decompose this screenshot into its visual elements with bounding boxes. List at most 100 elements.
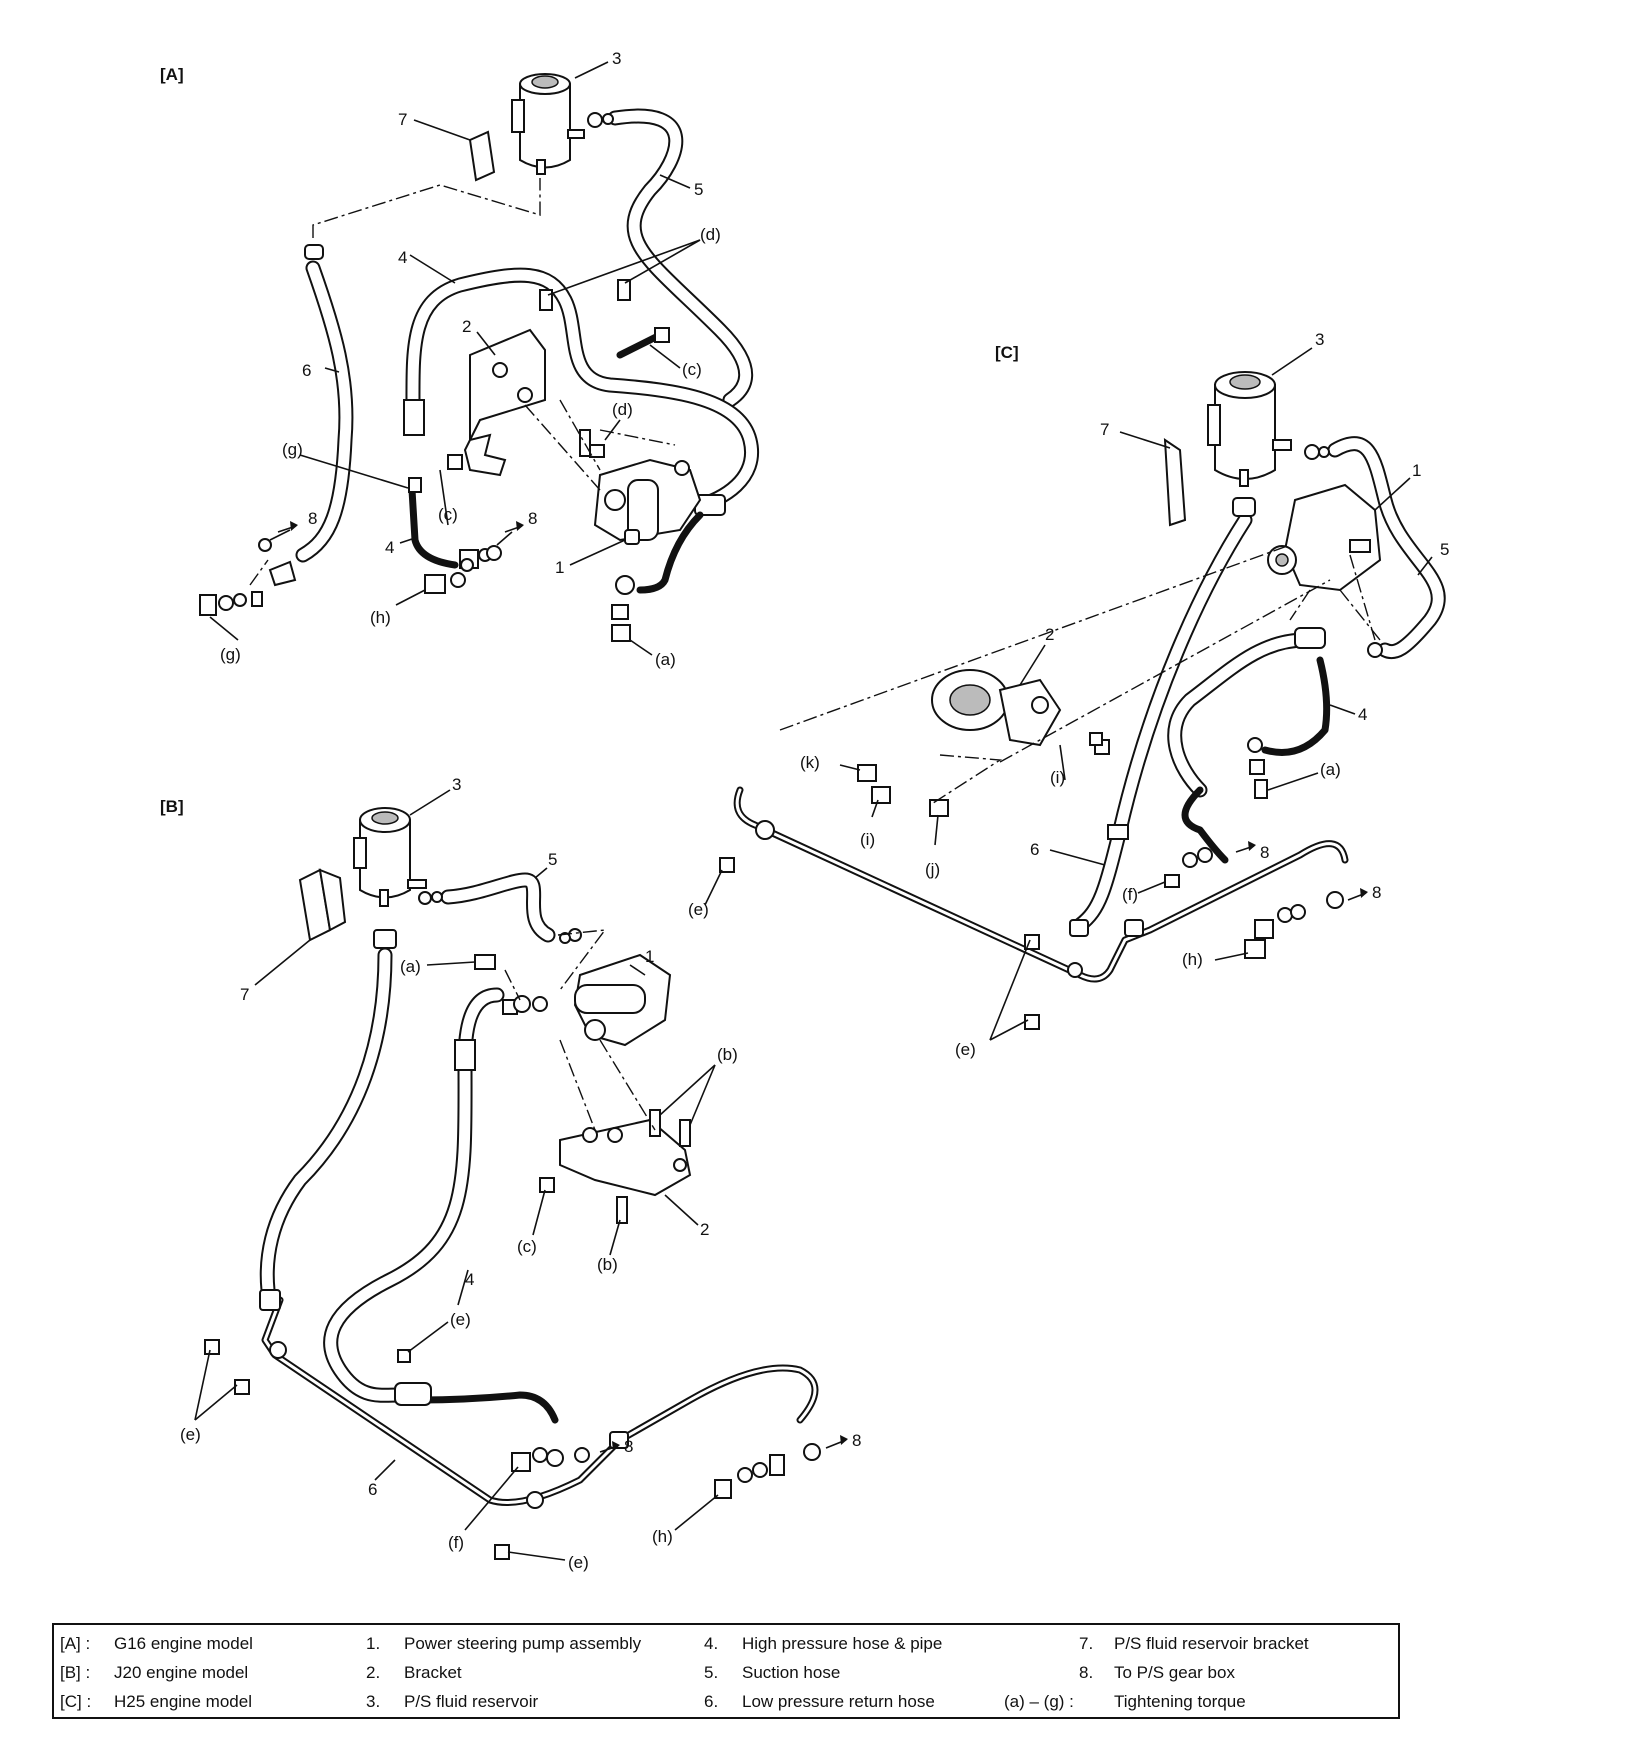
a-fasteners: [199, 279, 690, 642]
b-callout-e3: (e): [568, 1553, 589, 1572]
a-high-pressure-hose: [405, 267, 760, 513]
a-callout-g2: (g): [220, 645, 241, 664]
b-callout-3: 3: [452, 775, 461, 794]
a-callout-4b: 4: [385, 538, 394, 557]
b-callout-7: 7: [240, 985, 249, 1004]
b-callout-a: (a): [400, 957, 421, 976]
legend-key: 5.: [704, 1663, 719, 1682]
c-callout-k: (k): [800, 753, 820, 772]
section-c-label: [C]: [995, 343, 1019, 362]
legend-key: 2.: [366, 1663, 381, 1682]
c-callout-1: 1: [1412, 461, 1421, 480]
b-return-hose: [259, 947, 393, 1298]
b-callout-f: (f): [448, 1533, 464, 1552]
b-callout-4: 4: [465, 1270, 474, 1289]
power-steering-exploded-diagram: [A]: [160, 49, 1449, 1572]
c-suction-hose: [1327, 436, 1446, 660]
a-callout-3: 3: [612, 49, 621, 68]
b-callout-1: 1: [645, 947, 654, 966]
a-reservoir-bracket: [468, 130, 496, 182]
b-callout-8b: 8: [852, 1431, 861, 1450]
a-power-steering-pump: [593, 458, 702, 542]
a-callout-a: (a): [655, 650, 676, 669]
c-callout-e2: (e): [955, 1040, 976, 1059]
section-b-label: [B]: [160, 797, 184, 816]
section-a-label: [A]: [160, 65, 184, 84]
legend-key: [B] :: [60, 1663, 91, 1682]
b-callouts: 3 5 7 (a) 1 (b) 2 (c) (b) 4 (e) (e) 6 (f…: [180, 775, 861, 1572]
a-bracket: [463, 328, 546, 477]
c-leader-lines: [704, 347, 1433, 1041]
a-suction-hose: [607, 108, 754, 408]
c-callout-7: 7: [1100, 420, 1109, 439]
legend-value: P/S fluid reservoir bracket: [1114, 1634, 1309, 1653]
section-b-j20-drawing: [B]: [160, 775, 861, 1572]
a-callouts: 3 7 5 (d) 4 2 6 (c) (d) (g) (c) 8 8 4 1 …: [220, 49, 721, 669]
c-high-pressure-hose: [1167, 632, 1313, 798]
legend-row: [B] : J20 engine model 2. Bracket 5. Suc…: [54, 1658, 1398, 1688]
a-callout-1: 1: [555, 558, 564, 577]
a-callout-7: 7: [398, 110, 407, 129]
legend-key: [A] :: [60, 1634, 91, 1653]
b-callout-b1: (b): [717, 1045, 738, 1064]
legend-value: P/S fluid reservoir: [404, 1692, 539, 1711]
legend-value: Tightening torque: [1114, 1692, 1246, 1711]
c-return-hose: [1072, 512, 1253, 933]
c-fasteners: [719, 732, 1344, 1030]
b-callout-c: (c): [517, 1237, 537, 1256]
b-callout-8a: 8: [624, 1437, 633, 1456]
b-pressure-pipe: [416, 1391, 559, 1424]
b-bracket: [559, 1118, 692, 1197]
c-bracket: [931, 669, 1062, 747]
legend-key: 8.: [1079, 1663, 1094, 1682]
c-fluid-reservoir: [1207, 371, 1292, 487]
b-return-pipe: [261, 1296, 819, 1506]
legend-row: [C] : H25 engine model 3. P/S fluid rese…: [54, 1687, 1398, 1717]
legend-key: 4.: [704, 1634, 719, 1653]
legend-key: 1.: [366, 1634, 381, 1653]
c-return-pipe: [733, 786, 1349, 983]
a-callout-c1: (c): [682, 360, 702, 379]
a-callout-h: (h): [370, 608, 391, 627]
section-c-h25-drawing: [C]: [688, 330, 1449, 1059]
c-callout-f: (f): [1122, 885, 1138, 904]
c-callout-h: (h): [1182, 950, 1203, 969]
b-callout-2: 2: [700, 1220, 709, 1239]
c-callout-j: (j): [925, 860, 940, 879]
c-flow-arrows: [1235, 841, 1368, 901]
c-callout-e1: (e): [688, 900, 709, 919]
a-callout-d2: (d): [612, 400, 633, 419]
b-callout-b2: (b): [597, 1255, 618, 1274]
a-callout-5: 5: [694, 180, 703, 199]
a-callout-4: 4: [398, 248, 407, 267]
legend-key: 3.: [366, 1692, 381, 1711]
a-pressure-pipe: [408, 486, 704, 594]
c-callout-3: 3: [1315, 330, 1324, 349]
b-callout-6: 6: [368, 1480, 377, 1499]
a-callout-c2: (c): [438, 505, 458, 524]
c-callout-5: 5: [1440, 540, 1449, 559]
c-callout-8a: 8: [1260, 843, 1269, 862]
b-flow-arrows: [599, 1435, 848, 1453]
a-assembly-guides: [249, 178, 676, 586]
legend-key: 7.: [1079, 1634, 1094, 1653]
legend-table: [A] : G16 engine model 1. Power steering…: [52, 1623, 1400, 1719]
c-callout-8b: 8: [1372, 883, 1381, 902]
legend-value: Suction hose: [742, 1663, 841, 1682]
c-reservoir-bracket: [1163, 438, 1187, 527]
a-callout-g1: (g): [282, 440, 303, 459]
a-leader-lines: [209, 61, 701, 656]
legend-value: High pressure hose & pipe: [742, 1634, 943, 1653]
legend-value: H25 engine model: [114, 1692, 252, 1711]
c-callouts: 3 7 1 5 2 4 (a) (k) (i) (i) (j) 6 8 8 (f…: [688, 330, 1449, 1059]
a-fluid-reservoir: [511, 73, 585, 175]
b-callout-5: 5: [548, 850, 557, 869]
b-power-steering-pump: [573, 953, 672, 1047]
legend-value: Power steering pump assembly: [404, 1634, 642, 1653]
b-assembly-guides: [504, 929, 656, 1131]
b-fluid-reservoir: [353, 807, 427, 907]
c-callout-i1: (i): [1050, 768, 1065, 787]
a-callout-8a: 8: [308, 509, 317, 528]
c-callout-6: 6: [1030, 840, 1039, 859]
legend-value: J20 engine model: [114, 1663, 249, 1682]
